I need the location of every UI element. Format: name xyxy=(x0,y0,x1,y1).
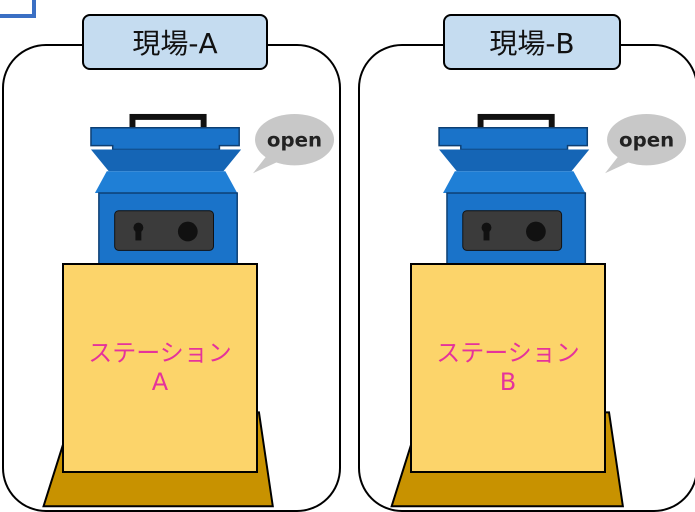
speech-bubble xyxy=(607,113,687,166)
speech-bubble xyxy=(255,113,335,166)
keyhole-icon xyxy=(133,222,144,233)
speech-bubble-text: open xyxy=(267,129,322,152)
device-lid xyxy=(90,127,240,151)
corner-bracket xyxy=(0,0,36,18)
station-box-b: ステーション B xyxy=(410,263,606,473)
device-control-plate xyxy=(114,210,214,251)
site-panel-a: open 現場-A ステーション A xyxy=(2,14,341,512)
device-flap-upper xyxy=(439,149,590,172)
station-label-line1: ステーション xyxy=(88,339,232,368)
site-panel-b: open 現場-B ステーション B xyxy=(358,14,695,512)
site-label-a: 現場-A xyxy=(82,14,268,70)
device-flap-lower xyxy=(94,171,238,194)
device-flap-lower xyxy=(443,171,586,194)
device-illustration-a: open xyxy=(42,113,335,508)
device-button-icon xyxy=(177,221,198,242)
keyhole-icon xyxy=(481,222,492,233)
device-lid xyxy=(438,127,589,151)
station-label-line2: B xyxy=(499,368,517,396)
station-label-line1: ステーション xyxy=(436,339,580,368)
device-control-plate xyxy=(462,210,563,251)
station-label-line2: A xyxy=(151,368,169,396)
station-box-a: ステーション A xyxy=(62,263,258,473)
speech-bubble-text: open xyxy=(619,129,674,152)
device-button-icon xyxy=(526,221,546,242)
device-flap-upper xyxy=(90,149,242,172)
site-label-b: 現場-B xyxy=(443,14,621,70)
